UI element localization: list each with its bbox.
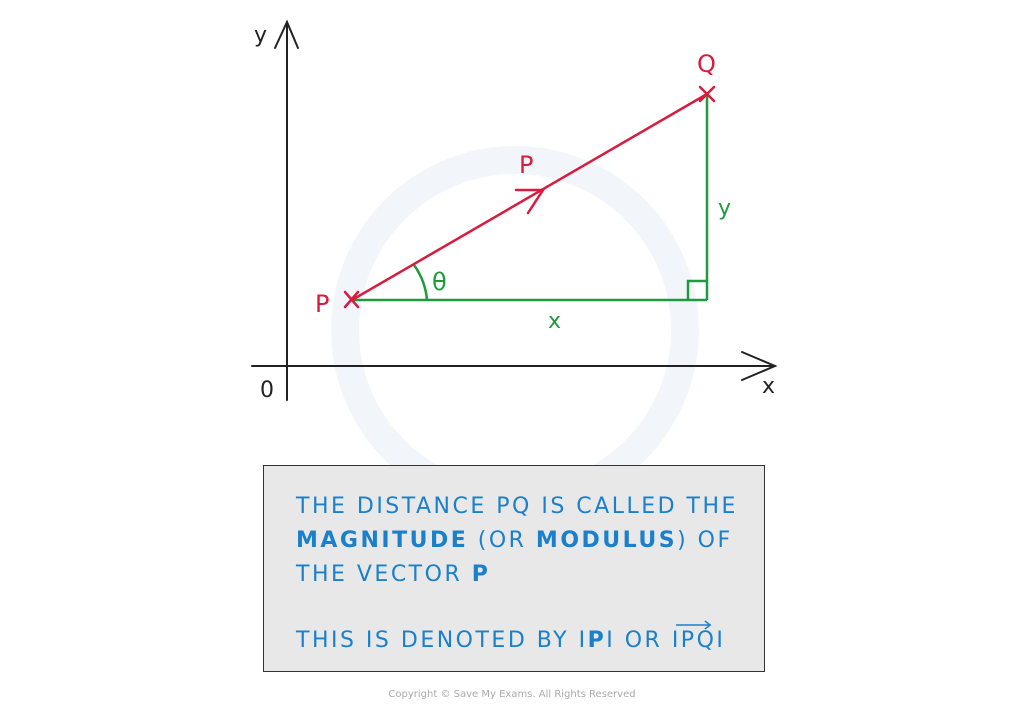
info-text: IPQI — [671, 628, 726, 653]
point-q-label: Q — [697, 50, 716, 78]
modulus-term: MODULUS — [535, 528, 678, 553]
x-axis-arrowhead — [741, 351, 778, 381]
vector-p-bold: P — [471, 562, 491, 587]
y-axis-arrowhead — [274, 19, 299, 49]
info-text: (OR — [468, 528, 536, 553]
vector-arrow-icon — [675, 620, 712, 630]
horizontal-label: x — [548, 309, 561, 334]
point-p-label: P — [315, 290, 329, 318]
origin-label: 0 — [260, 378, 274, 403]
info-text: THE VECTOR — [296, 562, 472, 587]
angle-label: θ — [432, 268, 447, 296]
point-q-cross-icon — [698, 85, 716, 103]
info-line-4: THIS IS DENOTED BY IPI OR IPQI — [296, 620, 726, 653]
watermark-logo — [331, 146, 699, 514]
info-line-2: MAGNITUDE (OR MODULUS) OF — [296, 528, 733, 553]
copyright-notice: Copyright © Save My Exams. All Rights Re… — [388, 689, 636, 700]
info-text: OR — [615, 628, 672, 653]
x-axis-label: x — [762, 374, 775, 399]
modulus-bar: I — [578, 628, 588, 653]
info-line-1: THE DISTANCE PQ IS CALLED THE — [296, 494, 738, 519]
vertical-label: y — [718, 196, 731, 221]
vector-label: P — [519, 151, 533, 179]
magnitude-term: MAGNITUDE — [296, 528, 469, 553]
angle-arc — [412, 264, 429, 301]
modulus-bar: I — [606, 628, 616, 653]
vector-arrowhead — [514, 188, 546, 215]
info-line-3: THE VECTOR P — [296, 562, 490, 587]
info-text: THIS IS DENOTED BY — [296, 628, 579, 653]
vector-p-bold: P — [587, 628, 607, 653]
info-box: THE DISTANCE PQ IS CALLED THE MAGNITUDE … — [263, 465, 765, 672]
point-p-cross-icon — [343, 290, 360, 309]
y-axis-label: y — [254, 23, 267, 48]
info-text: ) OF — [677, 528, 733, 553]
right-angle-marker — [686, 279, 707, 300]
vector-pq-notation: IPQI — [671, 620, 726, 653]
vector-line — [350, 92, 709, 302]
